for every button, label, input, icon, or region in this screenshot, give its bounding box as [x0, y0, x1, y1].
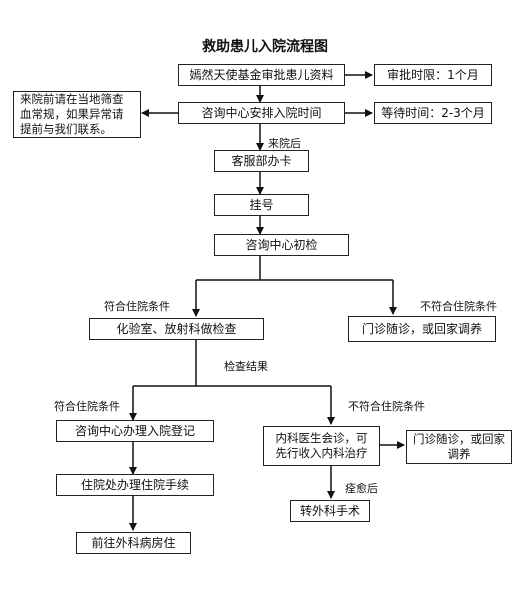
label-eligible-1: 符合住院条件: [104, 300, 170, 313]
node-outpatient-1: 门诊随诊，或回家调养: [348, 316, 496, 342]
label-not-eligible-1: 不符合住院条件: [420, 300, 497, 313]
node-blood-note: 来院前请在当地筛查血常规，如果异常请提前与我们联系。: [13, 91, 141, 138]
node-approval-time: 审批时限：1个月: [374, 64, 492, 86]
node-transfer: 转外科手术: [290, 500, 370, 522]
node-ward: 前往外科病房住: [76, 532, 191, 554]
node-outpatient-2: 门诊随诊，或回家调养: [406, 430, 512, 464]
page-title: 救助患儿入院流程图: [202, 39, 328, 55]
label-eligible-2: 符合住院条件: [54, 400, 120, 413]
label-check-results: 检查结果: [224, 360, 268, 373]
label-cured: 痊愈后: [345, 482, 378, 495]
node-schedule: 咨询中心安排入院时间: [178, 102, 345, 124]
node-first-exam: 咨询中心初检: [214, 234, 349, 256]
node-wait-time: 等待时间：2-3个月: [374, 102, 492, 124]
label-after-arrival: 来院后: [268, 137, 301, 150]
node-fund: 嫣然天使基金审批患儿资料: [178, 64, 345, 86]
label-not-eligible-2: 不符合住院条件: [348, 400, 425, 413]
node-admission: 咨询中心办理入院登记: [56, 420, 214, 442]
node-internal: 内科医生会诊，可先行收入内科治疗: [263, 426, 380, 466]
node-procedure: 住院处办理住院手续: [56, 474, 214, 496]
node-register: 挂号: [214, 194, 309, 216]
node-lab: 化验室、放射科做检查: [89, 318, 264, 340]
node-card: 客服部办卡: [214, 150, 309, 172]
